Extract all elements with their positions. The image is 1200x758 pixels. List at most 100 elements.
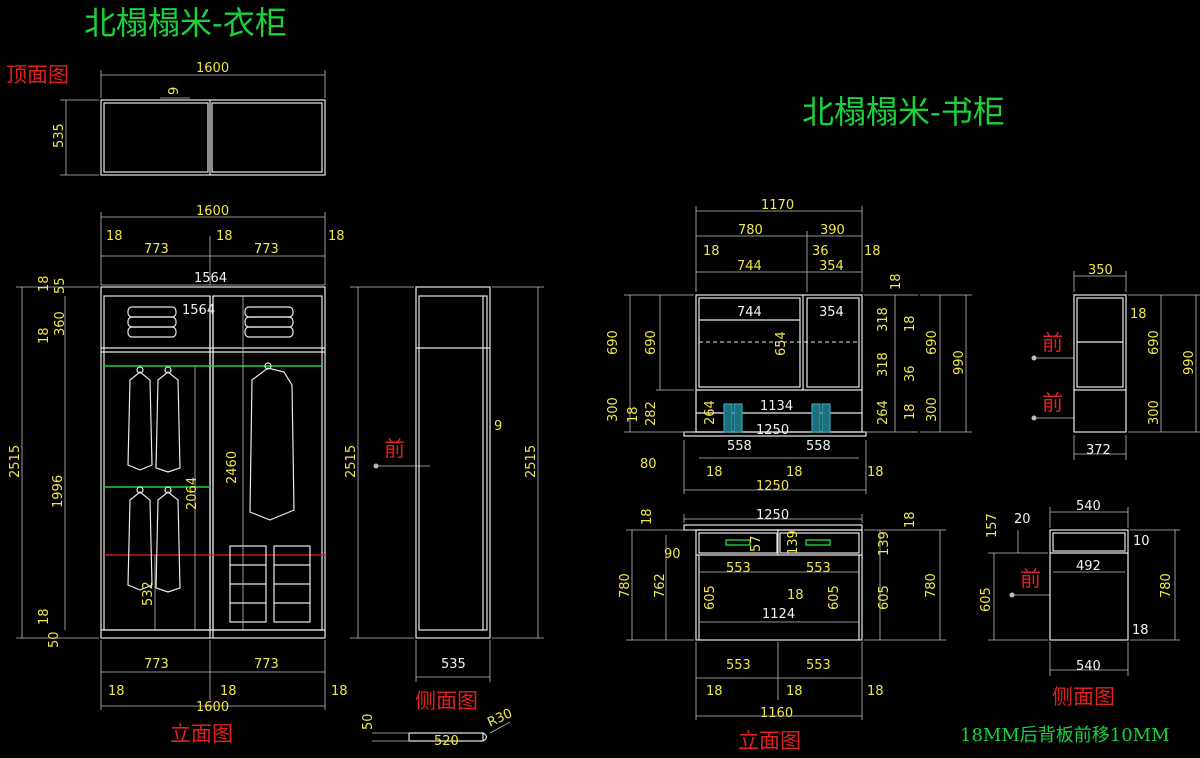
- front-marker-bookcase-lower: 前: [1042, 391, 1063, 415]
- dim-label: 282: [644, 401, 659, 426]
- bookcase-side-view: [1073, 271, 1200, 460]
- dim-label: 1250: [756, 508, 789, 523]
- dim-label: 690: [1147, 330, 1162, 355]
- dim-label: 1250: [756, 479, 789, 494]
- dim-label: 1996: [51, 475, 66, 508]
- dim-label: 18: [106, 229, 123, 244]
- dim-label: 990: [1182, 350, 1197, 375]
- dim-label: 780: [1159, 573, 1174, 598]
- dim-label: 50: [361, 713, 376, 730]
- dim-label: 354: [819, 305, 844, 320]
- dim-label: 9: [167, 87, 182, 95]
- dim-label: 18: [786, 684, 803, 699]
- dim-label: 18: [903, 403, 918, 420]
- dim-label: 1600: [196, 61, 229, 76]
- dim-label: 18: [703, 244, 720, 259]
- wardrobe-top-view: [60, 70, 326, 176]
- dim-label: 18: [903, 315, 918, 332]
- dim-label: 20: [1014, 512, 1031, 527]
- top-view-label: 顶面图: [6, 63, 69, 87]
- dim-label: 18: [626, 406, 641, 423]
- dim-label: 18: [864, 244, 881, 259]
- desk-elevation: [626, 514, 946, 720]
- dim-label: 18: [220, 684, 237, 699]
- dim-label: 300: [925, 397, 940, 422]
- dim-label: 1124: [762, 607, 795, 622]
- dim-label: 372: [1086, 443, 1111, 458]
- dim-label: 354: [819, 259, 844, 274]
- dim-label: 990: [952, 350, 967, 375]
- dim-label: 540: [1076, 499, 1101, 514]
- desk-elevation-label: 立面图: [738, 729, 801, 753]
- dim-label: 1564: [194, 271, 227, 286]
- dim-label: 139: [786, 530, 801, 555]
- dim-label: 773: [144, 242, 169, 257]
- dim-label: 318: [876, 352, 891, 377]
- dim-label: 690: [925, 330, 940, 355]
- dim-label: 553: [806, 561, 831, 576]
- dim-label: 18: [1130, 307, 1147, 322]
- dim-label: 605: [877, 585, 892, 610]
- dim-label: 10: [1133, 534, 1150, 549]
- dim-label: 2515: [524, 445, 539, 478]
- dim-label: R30: [485, 706, 515, 730]
- dim-label: 553: [726, 658, 751, 673]
- dim-label: 18: [1132, 623, 1149, 638]
- dim-label: 55: [53, 277, 68, 294]
- dim-label: 780: [924, 573, 939, 598]
- dim-label: 540: [1076, 659, 1101, 674]
- dim-label: 18: [37, 608, 52, 625]
- dim-label: 520: [434, 734, 459, 749]
- dim-label: 36: [903, 365, 918, 382]
- dim-label: 2064: [185, 477, 200, 510]
- dim-label: 139: [877, 531, 892, 556]
- dim-label: 780: [738, 223, 763, 238]
- wardrobe-side-view-label: 侧面图: [415, 689, 478, 713]
- dim-label: 773: [254, 242, 279, 257]
- dim-label: 36: [812, 244, 829, 259]
- dim-label: 350: [1088, 263, 1113, 278]
- dim-label: 18: [787, 588, 804, 603]
- dim-label: 2460: [225, 451, 240, 484]
- dim-label: 18: [640, 508, 655, 525]
- dim-label: 18: [706, 684, 723, 699]
- dim-label: 535: [52, 123, 67, 148]
- dim-label: 690: [606, 330, 621, 355]
- dim-label: 744: [737, 259, 762, 274]
- back-panel-note: 18MM后背板前移10MM: [960, 725, 1170, 746]
- dim-label: 9: [494, 419, 502, 434]
- dim-label: 18: [786, 465, 803, 480]
- dim-label: 18: [331, 684, 348, 699]
- front-marker-leaders: [373, 355, 1074, 598]
- dim-label: 18: [108, 684, 125, 699]
- dim-label: 1600: [196, 204, 229, 219]
- dim-label: 264: [876, 400, 891, 425]
- dim-label: 57: [749, 535, 764, 552]
- dim-label: 1160: [760, 706, 793, 721]
- dim-label: 605: [979, 587, 994, 612]
- dim-label: 1170: [761, 198, 794, 213]
- dim-label: 654: [774, 331, 789, 356]
- front-marker-desk: 前: [1020, 567, 1041, 591]
- wardrobe-elevation: [16, 212, 326, 710]
- dim-label: 300: [606, 397, 621, 422]
- dim-label: 360: [53, 311, 68, 336]
- wardrobe-title: 北榻榻米-衣柜: [84, 4, 287, 42]
- dim-label: 18: [328, 229, 345, 244]
- dim-label: 1600: [196, 700, 229, 715]
- dim-label: 553: [726, 561, 751, 576]
- desk-side-view-label: 侧面图: [1052, 685, 1115, 709]
- dim-label: 605: [827, 585, 842, 610]
- dim-label: 535: [441, 657, 466, 672]
- dim-label: 780: [618, 573, 633, 598]
- bookcase-elevation: [624, 206, 972, 494]
- dim-label: 18: [867, 465, 884, 480]
- desk-side-view: [988, 507, 1180, 676]
- dim-label: 390: [820, 223, 845, 238]
- dim-label: 18: [216, 229, 233, 244]
- dim-label: 2515: [8, 445, 23, 478]
- dim-label: 1250: [756, 423, 789, 438]
- dim-label: 318: [876, 307, 891, 332]
- dim-label: 90: [664, 547, 681, 562]
